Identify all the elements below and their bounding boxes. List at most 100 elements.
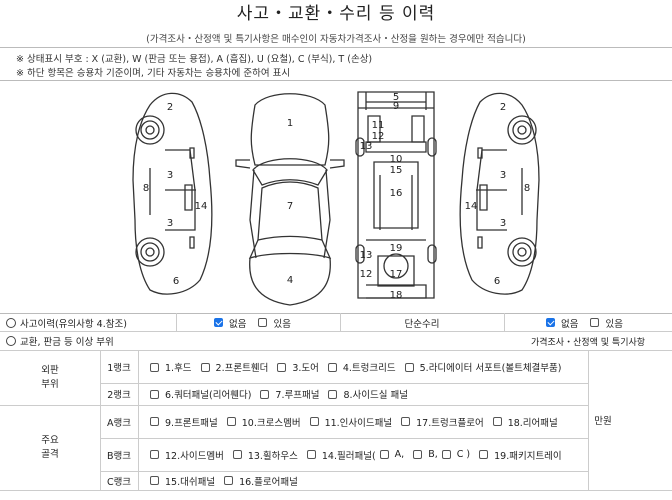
divider [588, 350, 589, 490]
option-rear-panel[interactable]: 18.리어패널 [492, 415, 558, 429]
main-frame-label: 주요 골격 [41, 434, 59, 460]
divider [504, 313, 505, 331]
divider [0, 331, 672, 332]
option-front-fender[interactable]: 2.프론트휀더 [200, 360, 268, 374]
outer-panel-label: 외판 부위 [41, 364, 59, 390]
part-label: 3 [500, 170, 506, 181]
checkbox[interactable] [413, 450, 423, 459]
option-trunk-floor[interactable]: 17.트렁크플로어 [401, 415, 484, 429]
checkbox[interactable] [226, 417, 236, 426]
part-label: 18 [390, 290, 403, 301]
accident-none-option[interactable]: 없음 있음 [214, 314, 303, 331]
divider [340, 313, 341, 331]
divider [100, 350, 101, 490]
checkbox[interactable] [327, 362, 337, 372]
checkbox[interactable] [150, 450, 159, 459]
part-label: 12 [372, 131, 385, 142]
part-label: 8 [143, 183, 149, 194]
part-label: 10 [390, 154, 403, 165]
checkbox[interactable] [200, 362, 210, 372]
circle-icon [6, 336, 16, 346]
option-radiator-support[interactable]: 5.라디에이터 서포트(볼트체결부품) [404, 360, 561, 374]
checkbox[interactable] [232, 450, 242, 459]
divider [0, 80, 672, 81]
option-wheel-house[interactable]: 13.휠하우스 [232, 448, 298, 462]
checkbox[interactable] [401, 417, 411, 426]
checkbox[interactable] [150, 476, 159, 485]
rankC-label: C랭크 [106, 476, 132, 488]
option-pillar-b[interactable]: B, [413, 449, 438, 460]
option-floor-panel[interactable]: 16.플로어패널 [224, 474, 298, 488]
simple-repair-yes-label: 있음 [605, 318, 623, 330]
option-side-sill-panel[interactable]: 8.사이드실 패널 [328, 387, 408, 401]
accident-none-checkbox[interactable] [214, 318, 223, 327]
divider [100, 471, 588, 472]
rank2-label: 2랭크 [107, 390, 131, 401]
status-legend-note: ※ 상태표시 부호 : X (교환), W (판금 또는 용접), A (흠집)… [16, 54, 373, 65]
checkbox[interactable] [150, 417, 159, 426]
simple-repair-none-checkbox[interactable] [546, 318, 555, 327]
option-side-member[interactable]: 12.사이드멤버 [150, 448, 224, 462]
option-dash-panel[interactable]: 15.대쉬패널 [150, 474, 215, 488]
price-assessment-header: 가격조사・산정액 및 특기사항 [530, 337, 646, 348]
option-quarter-panel[interactable]: 6.쿼터패널(리어휀다) [150, 387, 251, 401]
accident-none-label: 없음 [229, 318, 247, 330]
checkbox[interactable] [306, 450, 316, 459]
option-inside-panel[interactable]: 11.인사이드패널 [309, 415, 392, 429]
part-label: 14 [465, 201, 478, 212]
simple-repair-options[interactable]: 없음 있음 [546, 314, 635, 331]
part-label: 4 [287, 275, 293, 286]
part-label: 2 [500, 102, 506, 113]
checkbox[interactable] [379, 450, 389, 459]
checkbox[interactable] [150, 362, 159, 372]
divider [100, 383, 588, 384]
top-car-view [235, 93, 345, 306]
checkbox[interactable] [150, 389, 159, 399]
checkbox[interactable] [328, 389, 338, 399]
simple-repair-none-label: 없음 [561, 318, 579, 330]
option-trunk-lid[interactable]: 4.트렁크리드 [327, 360, 396, 374]
part-label: 6 [494, 276, 500, 287]
checkbox[interactable] [492, 417, 502, 426]
option-door[interactable]: 3.도어 [277, 360, 319, 374]
checkbox[interactable] [479, 450, 489, 459]
option-roof-panel[interactable]: 7.루프패널 [260, 387, 319, 401]
part-label: 19 [390, 243, 403, 254]
part-label: 1 [287, 118, 293, 129]
divider [0, 47, 672, 48]
option-pillar-panel[interactable]: 14.필러패널( [306, 448, 376, 462]
part-label: 14 [195, 201, 208, 212]
divider [176, 313, 177, 331]
divider [138, 350, 139, 490]
option-front-panel[interactable]: 9.프론트패널 [150, 415, 218, 429]
price-unit-label: 만원 [594, 416, 612, 427]
rank1-options: 1.후드 2.프론트휀더 3.도어 4.트렁크리드 5.라디에이터 서포트(볼트… [150, 352, 580, 382]
part-label: 16 [390, 188, 403, 199]
part-label: 11 [372, 120, 385, 131]
part-label: 17 [390, 269, 403, 280]
checkbox[interactable] [404, 362, 414, 372]
divider [0, 490, 672, 491]
divider [0, 405, 588, 406]
part-label: 3 [500, 218, 506, 229]
accident-yes-checkbox[interactable] [258, 318, 268, 327]
checkbox[interactable] [224, 476, 234, 485]
page-subtitle: (가격조사・산정액 및 특기사항은 매수인이 자동차가격조사・산정을 원하는 경… [146, 34, 526, 45]
simple-repair-yes-checkbox[interactable] [590, 318, 600, 327]
option-pillar-c[interactable]: C ) [441, 449, 470, 460]
option-cross-member[interactable]: 10.크로스멤버 [226, 415, 301, 429]
part-label: 3 [167, 170, 173, 181]
checkbox[interactable] [277, 362, 287, 372]
option-pillar-a[interactable]: A, [379, 449, 404, 460]
divider [100, 438, 588, 439]
checkbox[interactable] [309, 417, 319, 426]
accident-history-text: 사고이력(유의사항 4.참조) [20, 318, 127, 330]
exchange-parts-label: 교환, 판금 등 이상 부위 [6, 332, 114, 350]
page-title: 사고・교환・수리 등 이력 [236, 4, 436, 24]
option-package-tray[interactable]: 19.패키지트레이 [479, 448, 562, 462]
checkbox[interactable] [260, 389, 270, 399]
part-label: 12 [360, 269, 373, 280]
checkbox[interactable] [441, 450, 451, 459]
option-hood[interactable]: 1.후드 [150, 360, 192, 374]
rankA-options: 9.프론트패널 10.크로스멤버 11.인사이드패널 17.트렁크플로어 18.… [150, 406, 580, 437]
